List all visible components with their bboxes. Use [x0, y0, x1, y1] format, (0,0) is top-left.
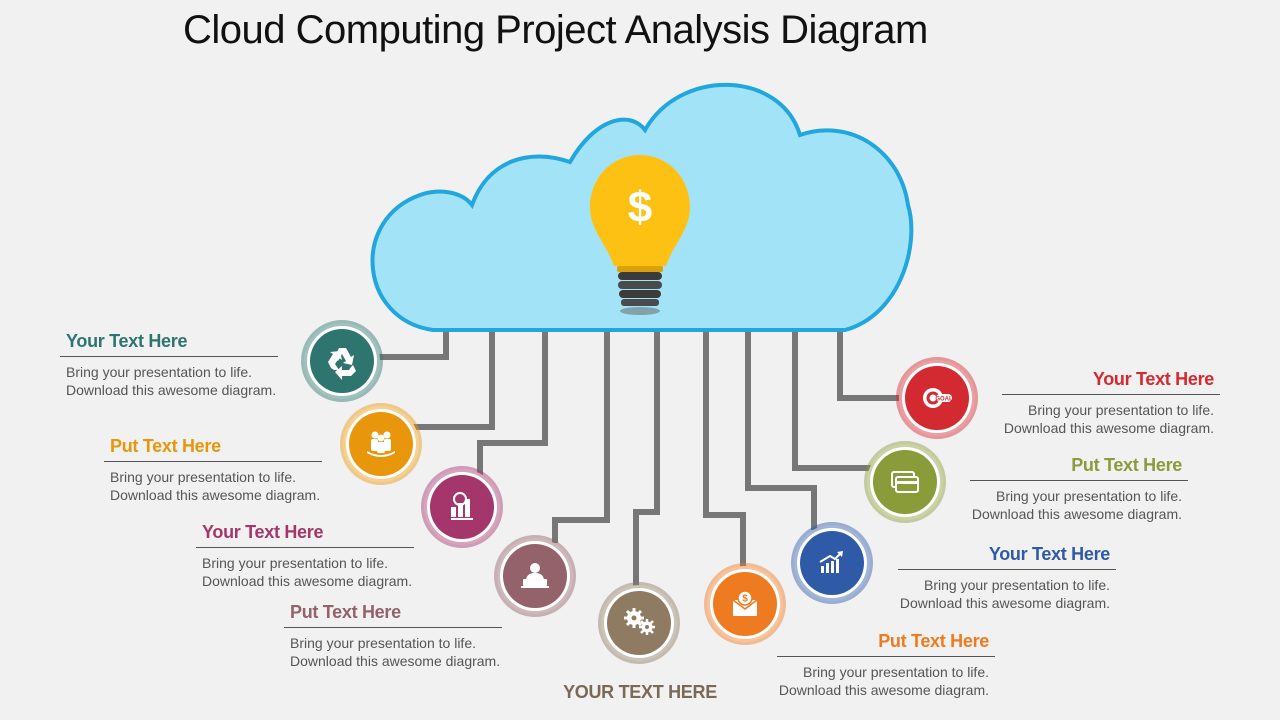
- node-magenta: [424, 469, 500, 545]
- connector-amber: [412, 330, 492, 427]
- text-block-blue: Your Text Here Bring your presentation t…: [898, 544, 1116, 612]
- block-heading: Put Text Here: [104, 436, 322, 457]
- connector-teal: [376, 330, 446, 357]
- block-line-2: Download this awesome diagram.: [284, 652, 502, 670]
- divider: [970, 480, 1188, 481]
- divider: [898, 569, 1116, 570]
- divider: [777, 656, 995, 657]
- block-heading: Put Text Here: [970, 455, 1188, 476]
- block-line-2: Download this awesome diagram.: [898, 594, 1116, 612]
- block-line-2: Download this awesome diagram.: [777, 681, 995, 699]
- block-line-1: Bring your presentation to life.: [1002, 401, 1220, 419]
- block-heading: Put Text Here: [284, 602, 502, 623]
- node-amber: [343, 406, 419, 482]
- block-line-1: Bring your presentation to life.: [284, 634, 502, 652]
- connector-orange: [706, 330, 743, 570]
- divider: [196, 547, 414, 548]
- node-brown: [601, 585, 677, 661]
- node-olive: [867, 444, 943, 520]
- text-block-amber: Put Text Here Bring your presentation to…: [104, 436, 322, 504]
- block-heading: Your Text Here: [1002, 369, 1220, 390]
- block-line-1: Bring your presentation to life.: [898, 576, 1116, 594]
- node-mauve: [497, 538, 573, 614]
- block-heading: Your Text Here: [60, 331, 278, 352]
- block-heading: Your Text Here: [196, 522, 414, 543]
- node-orange: $: [707, 566, 783, 642]
- block-line-1: Bring your presentation to life.: [970, 487, 1188, 505]
- text-block-teal: Your Text Here Bring your presentation t…: [60, 331, 278, 399]
- block-line-2: Download this awesome diagram.: [196, 572, 414, 590]
- page-title: Cloud Computing Project Analysis Diagram: [183, 8, 928, 53]
- text-block-red: Your Text Here Bring your presentation t…: [1002, 369, 1220, 437]
- block-line-1: Bring your presentation to life.: [60, 363, 278, 381]
- text-block-olive: Put Text Here Bring your presentation to…: [970, 455, 1188, 523]
- block-line-2: Download this awesome diagram.: [970, 505, 1188, 523]
- svg-text:GOAL: GOAL: [935, 397, 953, 403]
- block-line-1: Bring your presentation to life.: [777, 663, 995, 681]
- block-heading: Put Text Here: [777, 631, 995, 652]
- node-blue: [794, 525, 870, 601]
- node-teal: [304, 323, 380, 399]
- divider: [1002, 394, 1220, 395]
- connector-red: [840, 330, 902, 398]
- dollar-symbol: $: [628, 183, 652, 232]
- connector-mauve: [555, 330, 607, 543]
- block-line-2: Download this awesome diagram.: [60, 381, 278, 399]
- block-line-1: Bring your presentation to life.: [104, 468, 322, 486]
- divider: [284, 627, 502, 628]
- block-heading: Your Text Here: [898, 544, 1116, 565]
- text-block-mauve: Put Text Here Bring your presentation to…: [284, 602, 502, 670]
- divider: [104, 461, 322, 462]
- connector-brown: [636, 330, 657, 588]
- block-line-1: Bring your presentation to life.: [196, 554, 414, 572]
- block-line-2: Download this awesome diagram.: [1002, 419, 1220, 437]
- bottom-label: YOUR TEXT HERE: [520, 682, 760, 703]
- block-line-2: Download this awesome diagram.: [104, 486, 322, 504]
- text-block-magenta: Your Text Here Bring your presentation t…: [196, 522, 414, 590]
- node-red: GOAL: [899, 360, 975, 436]
- divider: [60, 356, 278, 357]
- svg-text:$: $: [742, 594, 748, 605]
- connector-blue: [748, 330, 814, 530]
- text-block-orange: Put Text Here Bring your presentation to…: [777, 631, 995, 699]
